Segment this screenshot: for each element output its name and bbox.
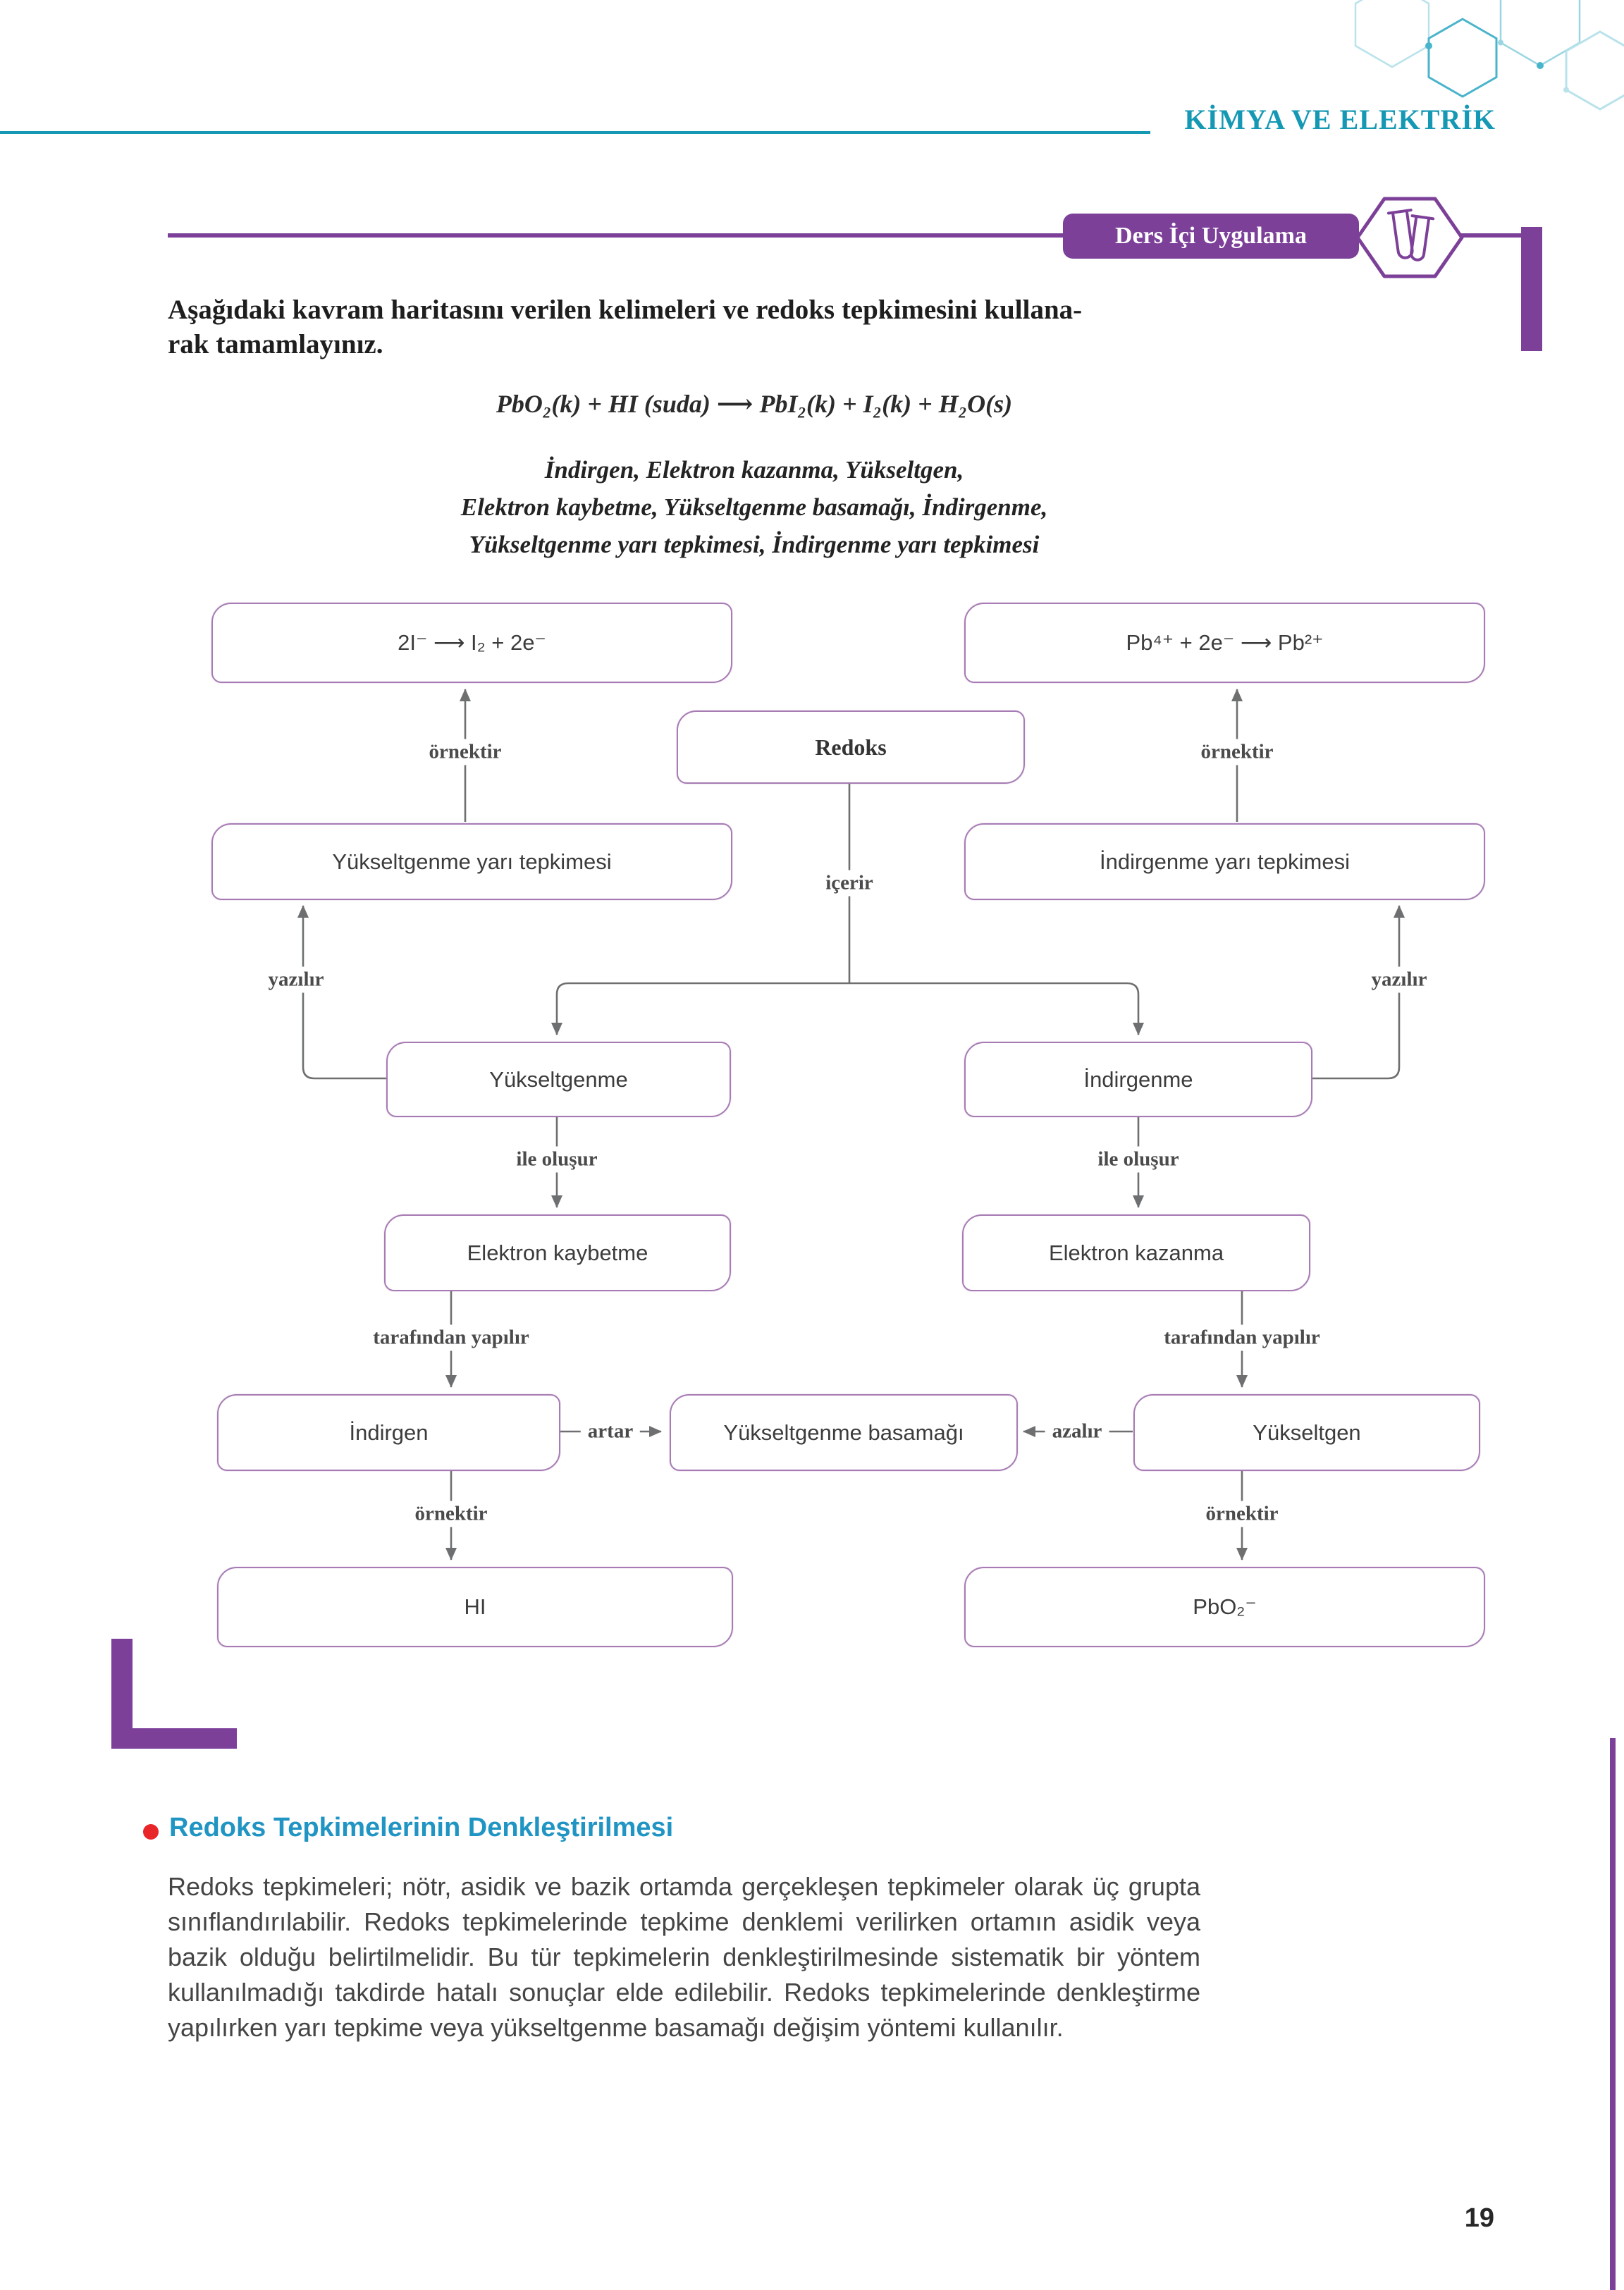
bottom-left-bracket-horizontal: [111, 1728, 237, 1749]
word-bank-line: Yükseltgenme yarı tepkimesi, İndirgenme …: [469, 531, 1040, 558]
edge-label-yazilir: yazılır: [1364, 966, 1434, 993]
header-rule: [0, 131, 1150, 134]
hexagon-decoration: [1354, 0, 1624, 111]
banner-line-right: [1458, 233, 1530, 238]
node-example-left: 2I⁻ ⟶ I₂ + 2e⁻: [211, 603, 732, 683]
word-bank: İndirgen, Elektron kazanma, Yükseltgen, …: [169, 451, 1339, 563]
arrow-icerir-branch-right: [849, 982, 1144, 1035]
edge-label-ornektir: örnektir: [422, 739, 509, 765]
section-heading: Redoks Tepkimelerinin Denkleştirilmesi: [169, 1813, 674, 1842]
section-paragraph: Redoks tepkimeleri; nötr, asidik ve bazi…: [168, 1872, 1200, 2042]
node-reduction: İndirgenme: [964, 1042, 1312, 1117]
edge-label-ile-olusur: ile oluşur: [509, 1146, 605, 1173]
edge-label-ornektir: örnektir: [1198, 1501, 1286, 1527]
node-example-right: Pb⁴⁺ + 2e⁻ ⟶ Pb²⁺: [964, 603, 1485, 683]
arrow-icerir-branch-left: [551, 982, 849, 1035]
activity-banner: Ders İçi Uygulama: [1063, 214, 1359, 259]
node-electron-loss: Elektron kaybetme: [384, 1214, 731, 1291]
activity-instruction: Aşağıdaki kavram haritasını verilen keli…: [168, 293, 1380, 362]
edge-label-ile-olusur: ile oluşur: [1090, 1146, 1186, 1173]
node-oxidation-state: Yükseltgenme basamağı: [670, 1394, 1018, 1471]
node-pbo2: PbO₂⁻: [964, 1567, 1485, 1647]
edge-label-artar: artar: [580, 1418, 641, 1445]
edge-label-yazilir: yazılır: [261, 966, 331, 993]
chemical-equation: PbO₂(k) + HI (suda) ⟶ PbI₂(k) + I₂(k) + …: [496, 390, 1013, 418]
node-oxidizing-agent: Yükseltgen: [1133, 1394, 1480, 1471]
edge-label-icerir: içerir: [818, 870, 880, 897]
banner-line-left: [168, 233, 1066, 238]
word-bank-line: Elektron kaybetme, Yükseltgenme basamağı…: [460, 493, 1048, 521]
top-right-corner-bar: [1521, 227, 1542, 351]
edge-label-azalir: azalır: [1045, 1418, 1109, 1445]
test-tubes-icon: [1386, 209, 1435, 261]
instruction-line: rak tamamlayınız.: [168, 329, 383, 359]
edge-label-tarafindan-yapilir: tarafından yapılır: [1157, 1324, 1327, 1351]
node-electron-gain: Elektron kazanma: [962, 1214, 1310, 1291]
node-oxidation-half-reaction: Yükseltgenme yarı tepkimesi: [211, 823, 732, 900]
node-reduction-half-reaction: İndirgenme yarı tepkimesi: [964, 823, 1485, 900]
node-reducing-agent: İndirgen: [217, 1394, 560, 1471]
edge-label-ornektir: örnektir: [407, 1501, 495, 1527]
node-redoks: Redoks: [677, 710, 1025, 784]
page-number: 19: [1464, 2203, 1494, 2233]
lab-badge: [1355, 197, 1464, 278]
section-bullet-icon: [143, 1824, 159, 1840]
word-bank-line: İndirgen, Elektron kazanma, Yükseltgen,: [544, 456, 964, 484]
instruction-line: Aşağıdaki kavram haritasını verilen keli…: [168, 295, 1083, 325]
page-header-title: KİMYA VE ELEKTRİK: [1184, 104, 1496, 135]
activity-banner-label: Ders İçi Uygulama: [1115, 223, 1307, 249]
edge-label-ornektir: örnektir: [1193, 739, 1281, 765]
node-hi: HI: [217, 1567, 733, 1647]
right-edge-rule: [1610, 1738, 1616, 2290]
node-oxidation: Yükseltgenme: [386, 1042, 731, 1117]
edge-label-tarafindan-yapilir: tarafından yapılır: [366, 1324, 536, 1351]
